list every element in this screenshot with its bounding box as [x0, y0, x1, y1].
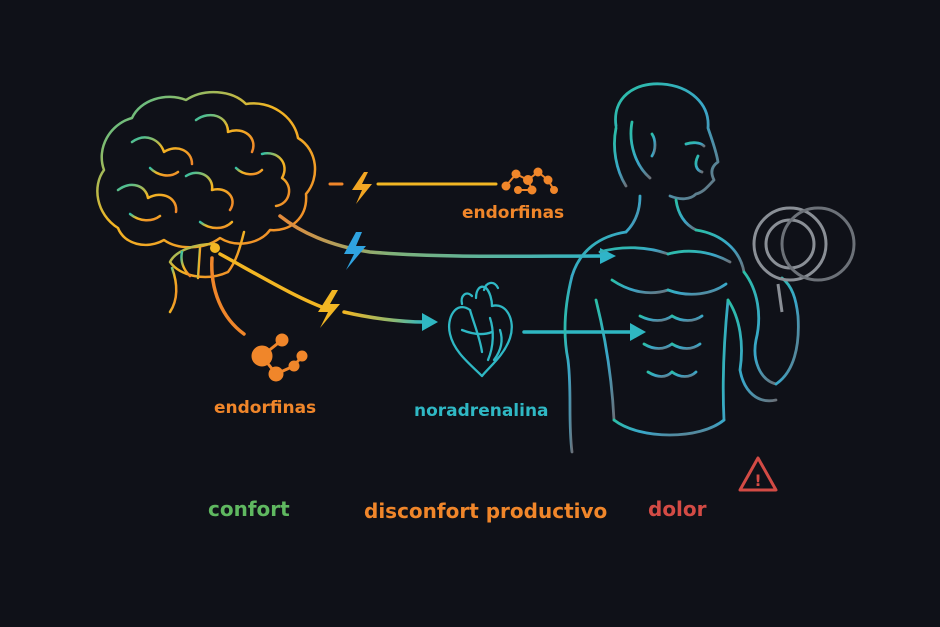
endorfinas-label-top: endorfinas — [462, 203, 565, 223]
heart-icon — [447, 281, 513, 378]
warning-symbol: ! — [754, 471, 761, 490]
scale-label-pain: dolor — [648, 497, 707, 521]
brain-icon — [96, 90, 317, 314]
endorfinas-label-left: endorfinas — [214, 398, 317, 418]
dumbbell-icon — [752, 206, 856, 313]
middle-signal-arrow — [278, 214, 616, 264]
athlete-figure — [563, 82, 800, 454]
scale-label-productive: disconfort productivo — [364, 499, 608, 523]
heart-to-body-arrow — [522, 323, 646, 341]
brain-to-molecule-curve — [210, 256, 246, 336]
noradrenalina-label: noradrenalina — [414, 401, 549, 421]
warning-icon: ! — [738, 456, 778, 492]
lightning-icon-top — [352, 172, 372, 204]
lightning-icon-lower — [318, 290, 340, 328]
molecule-icon-top — [501, 167, 558, 195]
molecule-icon-left — [251, 333, 308, 382]
scale-label-comfort: confort — [208, 497, 290, 521]
brain-signal-node — [210, 243, 220, 253]
lower-signal-arrow — [218, 252, 438, 331]
lightning-icon-middle — [344, 232, 366, 270]
